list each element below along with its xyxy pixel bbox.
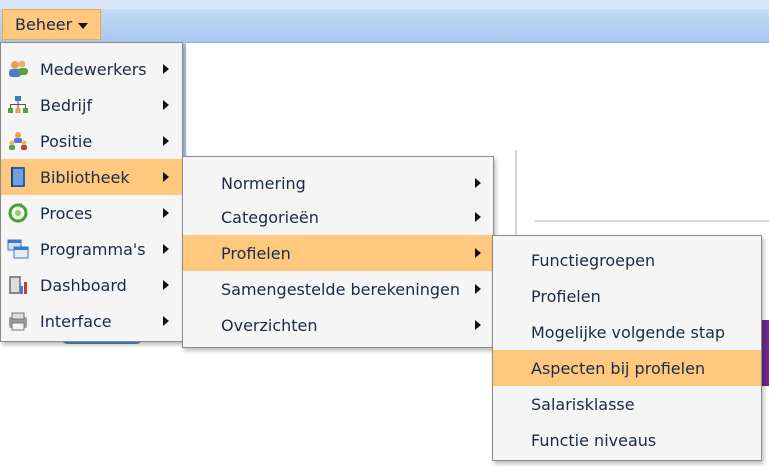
submenu-arrow-icon: [475, 212, 481, 222]
submenu-arrow-icon: [163, 244, 169, 254]
submenu-arrow-icon: [163, 100, 169, 110]
menu-item-label: Medewerkers: [40, 59, 147, 79]
submenu-item-label: Functie niveaus: [531, 430, 657, 450]
submenu-item-functiegroepen[interactable]: Functiegroepen: [493, 242, 761, 278]
submenu-item-label: Aspecten bij profielen: [531, 358, 706, 378]
submenu-arrow-icon: [163, 280, 169, 290]
dashboard-icon: [9, 276, 27, 294]
menu-item-label: Interface: [40, 311, 112, 331]
top-menubar: Beheer: [0, 0, 769, 43]
users-icon: [9, 60, 28, 77]
windows-icon: [7, 239, 29, 259]
submenu-item-functie-niveaus[interactable]: Functie niveaus: [493, 422, 761, 458]
submenu-arrow-icon: [163, 64, 169, 74]
submenu-item-label: Profielen: [221, 243, 291, 263]
menu-item-bibliotheek[interactable]: Bibliotheek: [1, 159, 182, 195]
submenu-item-aspecten-bij-profielen[interactable]: Aspecten bij profielen: [493, 350, 761, 386]
org-chart-icon: [8, 96, 28, 113]
position-icon: [9, 132, 27, 150]
menu-item-dashboard[interactable]: Dashboard: [1, 267, 182, 303]
submenu-item-label: Mogelijke volgende stap: [531, 322, 726, 342]
submenu-item-salarisklasse[interactable]: Salarisklasse: [493, 386, 761, 422]
submenu-item-profielen-list[interactable]: Profielen: [493, 278, 761, 314]
profielen-submenu: Functiegroepen Profielen Mogelijke volge…: [492, 235, 762, 461]
submenu-item-label: Salarisklasse: [531, 394, 635, 414]
submenu-item-label: Profielen: [531, 286, 601, 306]
submenu-arrow-icon: [475, 178, 481, 188]
bg-divider-2: [535, 220, 769, 222]
menu-item-label: Proces: [40, 203, 93, 223]
menu-item-positie[interactable]: Positie: [1, 123, 182, 159]
submenu-item-label: Normering: [221, 173, 306, 193]
submenu-item-mogelijke-volgende-stap[interactable]: Mogelijke volgende stap: [493, 314, 761, 350]
submenu-arrow-icon: [163, 208, 169, 218]
process-icon: [8, 203, 28, 223]
bg-divider: [515, 150, 517, 235]
submenu-item-categorieen[interactable]: Categorieën: [183, 199, 493, 235]
book-icon: [11, 167, 25, 187]
menu-item-proces[interactable]: Proces: [1, 195, 182, 231]
beheer-label: Beheer: [15, 15, 73, 34]
submenu-item-normering[interactable]: Normering: [183, 165, 493, 201]
bg-purple-panel: [760, 320, 769, 386]
menu-item-interface[interactable]: Interface: [1, 303, 182, 339]
submenu-arrow-icon: [163, 316, 169, 326]
beheer-dropdown-menu: Medewerkers Bedrijf Positie Bibliotheek …: [0, 42, 183, 342]
topbar-strip: [0, 0, 769, 9]
submenu-arrow-icon: [475, 320, 481, 330]
menu-item-programmas[interactable]: Programma's: [1, 231, 182, 267]
bibliotheek-submenu: Normering Categorieën Profielen Samenges…: [182, 156, 494, 348]
interface-icon: [9, 312, 27, 331]
menu-item-label: Dashboard: [40, 275, 127, 295]
menu-item-label: Positie: [40, 131, 93, 151]
submenu-item-overzichten[interactable]: Overzichten: [183, 307, 493, 343]
submenu-item-label: Functiegroepen: [531, 250, 656, 270]
submenu-arrow-icon: [163, 172, 169, 182]
submenu-item-samengestelde-berekeningen[interactable]: Samengestelde berekeningen: [183, 271, 493, 307]
menu-item-label: Bedrijf: [40, 95, 93, 115]
submenu-arrow-icon: [163, 136, 169, 146]
submenu-arrow-icon: [475, 284, 481, 294]
menu-item-bedrijf[interactable]: Bedrijf: [1, 87, 182, 123]
submenu-item-label: Samengestelde berekeningen: [221, 279, 460, 299]
submenu-item-profielen[interactable]: Profielen: [183, 235, 493, 271]
submenu-arrow-icon: [475, 248, 481, 258]
beheer-menu-button[interactable]: Beheer: [2, 9, 101, 40]
bg-panel-edge: [183, 42, 186, 156]
menu-item-label: Bibliotheek: [40, 167, 130, 187]
menu-item-label: Programma's: [40, 239, 146, 259]
caret-down-icon: [78, 22, 89, 29]
menu-item-medewerkers[interactable]: Medewerkers: [1, 51, 182, 87]
submenu-item-label: Categorieën: [221, 207, 319, 227]
submenu-item-label: Overzichten: [221, 315, 318, 335]
